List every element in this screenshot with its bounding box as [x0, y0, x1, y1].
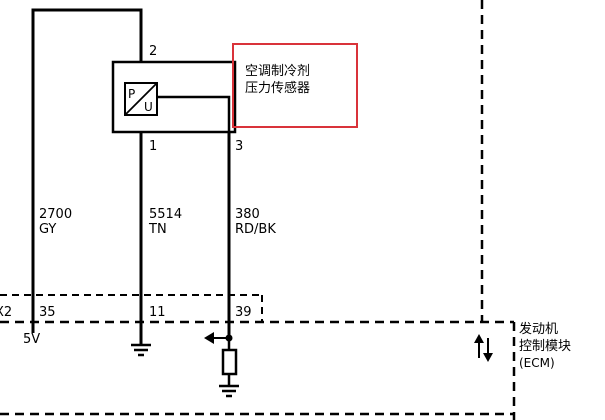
connector-x2-outline — [0, 294, 263, 322]
sensor-name-line2: 压力传感器 — [245, 80, 310, 96]
signal-arrow-head — [204, 332, 214, 344]
wire-2700-gy — [31, 8, 143, 322]
wire-label-color-rdbk: RD/BK — [235, 222, 276, 237]
sensor-name-line1: 空调制冷剂 — [245, 64, 310, 79]
sensor-symbol-p: P — [128, 87, 135, 101]
wire-label-color-tn: TN — [148, 222, 167, 237]
module-name-line2: 控制模块 — [519, 339, 571, 354]
sensor-signal-internal — [157, 95, 231, 132]
pull-down-resistor — [221, 348, 238, 376]
module-name-line1: 发动机 — [519, 321, 558, 337]
ecm-boundary — [0, 0, 516, 420]
sensor-pin-3: 3 — [235, 139, 243, 154]
connector-pin-11: 11 — [149, 305, 166, 320]
sensor-pin-1: 1 — [149, 139, 157, 154]
bidirectional-arrow-icon — [474, 334, 493, 362]
wire-label-circuit-2700: 2700 — [39, 207, 72, 222]
wire-label-color-gy: GY — [39, 222, 56, 237]
supply-5v-label: 5V — [23, 332, 40, 347]
ground-symbol-right — [219, 384, 239, 398]
module-name-line3: (ECM) — [519, 356, 555, 370]
sensor-pu-symbol: P U — [124, 82, 158, 116]
sensor-label-highlight — [232, 43, 358, 128]
ground-symbol-left — [131, 343, 151, 357]
connector-pin-39: 39 — [235, 305, 252, 320]
wire-label-circuit-5514: 5514 — [149, 207, 182, 222]
wire-label-circuit-380: 380 — [235, 207, 260, 222]
sensor-symbol-u: U — [144, 100, 153, 114]
connector-pin-35: 35 — [39, 305, 56, 320]
sensor-body — [111, 60, 237, 134]
sensor-pin-2: 2 — [149, 44, 157, 59]
connector-id: X2 — [0, 305, 12, 320]
